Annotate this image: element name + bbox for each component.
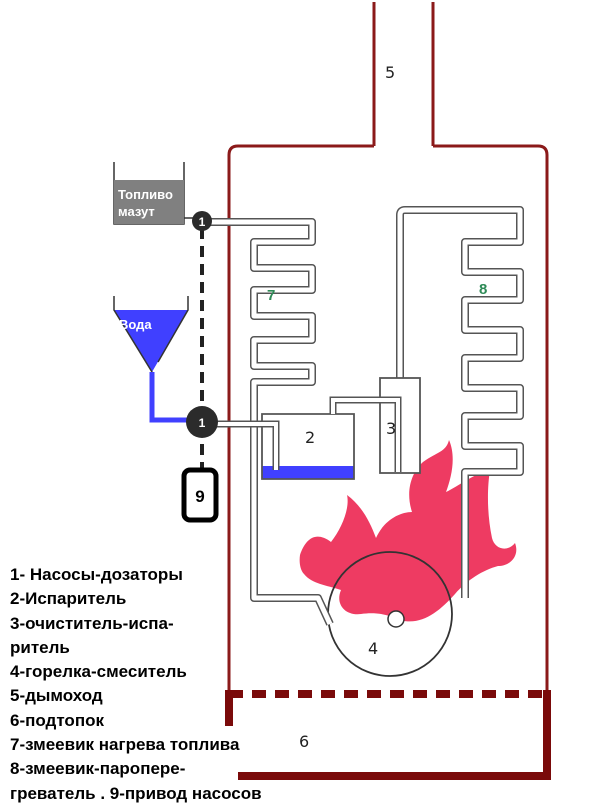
- lower-pump-number: 1: [199, 416, 206, 430]
- chimney: [372, 2, 435, 146]
- legend-line: 2-Испаритель: [10, 589, 127, 609]
- legend-line: 1- Насосы-дозаторы: [10, 565, 183, 584]
- legend-line: 8-змеевик-паропере-: [10, 759, 186, 779]
- burner-number: 4: [368, 639, 378, 658]
- legend: 1- Насосы-дозаторы 2-Испаритель 3-очисти…: [10, 563, 340, 806]
- water-funnel-label: Вода: [119, 317, 152, 332]
- legend-line: греватель . 9-привод насосов: [10, 783, 262, 803]
- evaporator: [261, 413, 355, 480]
- legend-line: 3-очиститель-испа-: [10, 613, 174, 633]
- legend-line: 5-дымоход: [10, 686, 103, 706]
- firebox-number: 6: [299, 732, 309, 751]
- legend-line: 7-змеевик нагрева топлива: [10, 735, 240, 755]
- fuel-tank: [113, 162, 185, 225]
- firebox: [225, 690, 551, 780]
- chimney-number: 5: [385, 63, 395, 82]
- upper-pump-number: 1: [199, 215, 206, 229]
- lower-pump[interactable]: [186, 406, 218, 438]
- legend-line: ритель: [10, 637, 70, 657]
- pump-drive-number: 9: [195, 487, 204, 506]
- fuel-tank-label-1: Топливо: [118, 187, 173, 202]
- steam-coil-number: 8: [479, 281, 487, 298]
- pump-drive[interactable]: [181, 467, 219, 523]
- water-funnel: [113, 296, 190, 423]
- upper-pump[interactable]: [192, 211, 212, 231]
- fuel-tank-label-2: мазут: [118, 204, 155, 219]
- legend-line: 6-подтопок: [10, 710, 104, 730]
- purifier-number: 3: [386, 419, 396, 438]
- legend-line: 4-горелка-смеситель: [10, 662, 187, 682]
- fuel-coil-number: 7: [267, 287, 275, 304]
- boiler-body: [227, 144, 549, 690]
- evaporator-number: 2: [305, 428, 315, 447]
